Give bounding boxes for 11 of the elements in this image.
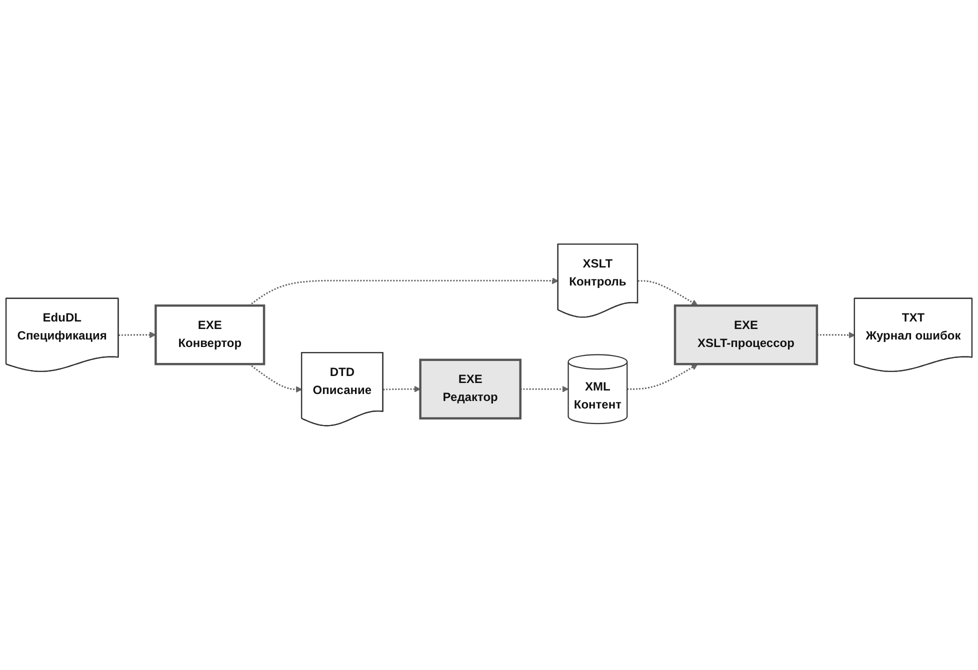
arrow	[816, 332, 856, 339]
arrow	[627, 364, 698, 390]
node-box: EXE Конвертор	[154, 304, 266, 366]
arrow	[248, 278, 559, 306]
arrow	[118, 332, 156, 338]
arrow	[248, 364, 302, 393]
arrow	[383, 386, 421, 393]
arrow	[638, 280, 698, 306]
node-box: EXE XSLT-процессор	[674, 304, 818, 366]
node-box: EXE Редактор	[419, 358, 522, 420]
arrow	[520, 386, 569, 393]
